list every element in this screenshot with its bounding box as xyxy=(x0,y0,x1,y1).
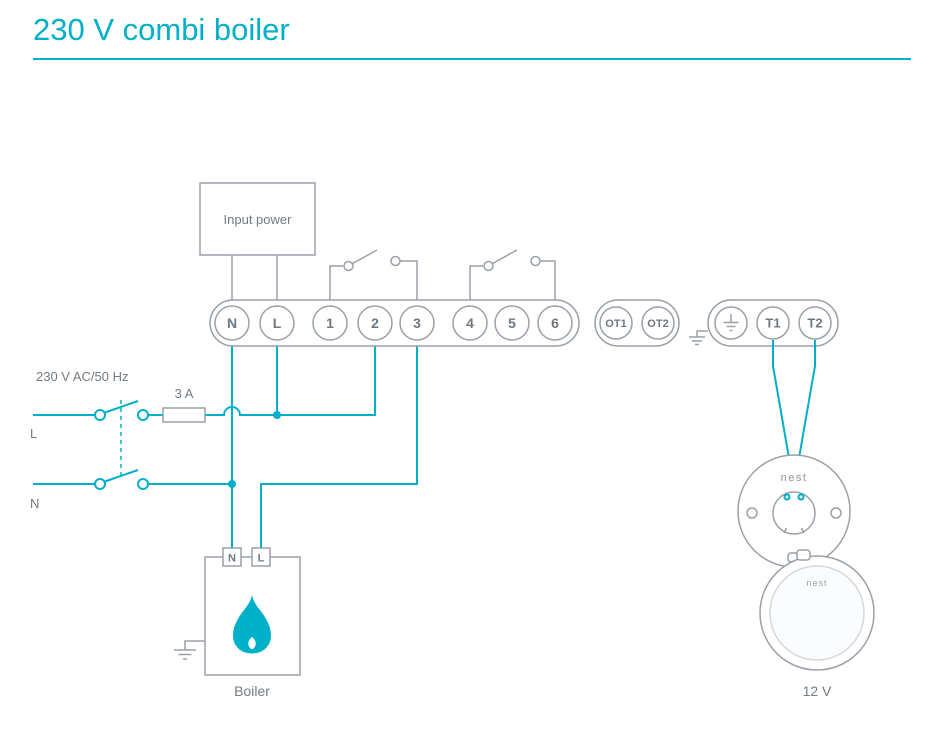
title-rule xyxy=(33,58,911,60)
terminal-l: L xyxy=(259,305,295,341)
terminal-t2: T2 xyxy=(798,306,832,340)
terminal-ot2-circle xyxy=(641,306,675,340)
boiler-label: Boiler xyxy=(234,683,270,699)
flame-icon-notch xyxy=(248,637,256,650)
voltage-label: 12 V xyxy=(803,683,832,699)
terminal-2-circle xyxy=(357,305,393,341)
terminal-6: 6 xyxy=(537,305,573,341)
display-face xyxy=(769,565,865,661)
terminal-t2-label: T2 xyxy=(807,316,822,331)
mains-supply: 230 V AC/50 Hz 3 A L N xyxy=(30,340,376,548)
earth-icon xyxy=(723,314,739,332)
thermostat-display: nest xyxy=(759,549,875,671)
display-connector-tab xyxy=(796,549,811,561)
terminal-2: 2 xyxy=(357,305,393,341)
live-switch-contact-left xyxy=(94,409,106,421)
boiler-terminal-n-label: N xyxy=(228,553,236,565)
main-terminal-strip: N L 1 2 3 4 5 6 xyxy=(209,299,580,347)
relay-heating-elbow-left xyxy=(329,265,343,300)
relay-heating-elbow-right xyxy=(400,260,418,300)
relay-hotwater-elbow-left xyxy=(469,265,483,300)
terminal-3-circle xyxy=(399,305,435,341)
relay-hotwater-elbow-right xyxy=(540,260,556,300)
relay-heating-lever xyxy=(352,249,378,265)
terminal-ot2: OT2 xyxy=(641,306,675,340)
t1-wire-end xyxy=(783,493,791,501)
page-title: 230 V combi boiler xyxy=(33,12,290,47)
terminal-earth xyxy=(714,306,748,340)
terminal-ot2-label: OT2 xyxy=(647,318,668,330)
terminal-n: N xyxy=(214,305,250,341)
terminal-3-label: 3 xyxy=(413,315,421,331)
opentherm-terminal-strip: OT1 OT2 xyxy=(594,299,680,347)
relay-hotwater-contact-left xyxy=(483,260,494,272)
terminal-6-circle xyxy=(537,305,573,341)
live-switch-contact-right xyxy=(137,409,149,421)
input-power-outline xyxy=(199,182,316,256)
boiler-earth-symbol xyxy=(174,640,205,660)
terminal-5: 5 xyxy=(494,305,530,341)
relay-switch-heating xyxy=(329,249,418,300)
flame-icon xyxy=(233,595,271,654)
relay-hotwater-contact-right xyxy=(530,255,541,267)
terminal-1-label: 1 xyxy=(326,315,334,331)
earth-pigtail-symbol xyxy=(689,336,705,346)
neutral-label: N xyxy=(30,496,39,511)
live-switch-lever xyxy=(104,400,139,414)
main-strip-outline xyxy=(209,299,580,347)
terminal-5-label: 5 xyxy=(508,315,516,331)
earth-pigtail-lead xyxy=(696,330,708,337)
terminal-n-circle xyxy=(214,305,250,341)
live-label: L xyxy=(30,426,37,441)
input-power-box: Input power xyxy=(199,182,316,306)
terminal-3: 3 xyxy=(399,305,435,341)
boiler-terminal-l xyxy=(251,547,271,567)
terminal-5-circle xyxy=(494,305,530,341)
terminal-1: 1 xyxy=(312,305,348,341)
terminal-4: 4 xyxy=(452,305,488,341)
neutral-switch-contact-left xyxy=(94,478,106,490)
display-wordmark: nest xyxy=(806,578,827,588)
stand-hole-clips xyxy=(783,527,805,534)
screw-hole-left xyxy=(746,507,758,519)
terminal-t1: T1 xyxy=(756,306,790,340)
fuse-body xyxy=(162,407,206,423)
terminal-t1-circle xyxy=(756,306,790,340)
thermostat-stand: nest xyxy=(737,454,851,568)
terminal-4-label: 4 xyxy=(466,315,474,331)
terminal-ot1-label: OT1 xyxy=(605,318,626,330)
relay-heating-contact-right xyxy=(390,255,401,267)
boiler-terminal-l-label: L xyxy=(258,553,265,565)
call-for-heat-wire xyxy=(260,340,418,548)
terminal-t2-circle xyxy=(798,306,832,340)
supply-label: 230 V AC/50 Hz xyxy=(36,369,129,384)
thermostat-terminal-strip: T1 T2 xyxy=(707,299,839,347)
t2-wire-end xyxy=(797,493,805,501)
boiler-terminal-n xyxy=(222,547,242,567)
terminal-ot1: OT1 xyxy=(599,306,633,340)
stand-wordmark: nest xyxy=(781,472,808,484)
relay-switch-hotwater xyxy=(469,249,556,300)
fuse-label: 3 A xyxy=(175,386,194,401)
live-wire xyxy=(148,340,376,416)
terminal-1-circle xyxy=(312,305,348,341)
terminal-l-circle xyxy=(259,305,295,341)
relay-heating-contact-left xyxy=(343,260,354,272)
stand-center-hole xyxy=(772,491,816,535)
terminal-t1-label: T1 xyxy=(765,316,780,331)
terminal-l-label: L xyxy=(273,315,282,331)
terminal-4-circle xyxy=(452,305,488,341)
terminal-2-label: 2 xyxy=(371,315,379,331)
neutral-switch-contact-right xyxy=(137,478,149,490)
terminal-ot1-circle xyxy=(599,306,633,340)
earth-pigtail xyxy=(689,330,708,346)
terminal-6-label: 6 xyxy=(551,315,559,331)
boiler: N L Boiler xyxy=(174,547,301,699)
input-power-label: Input power xyxy=(224,212,293,227)
terminal-n-label: N xyxy=(227,315,237,331)
relay-hotwater-lever xyxy=(492,249,518,265)
screw-hole-right xyxy=(830,507,842,519)
